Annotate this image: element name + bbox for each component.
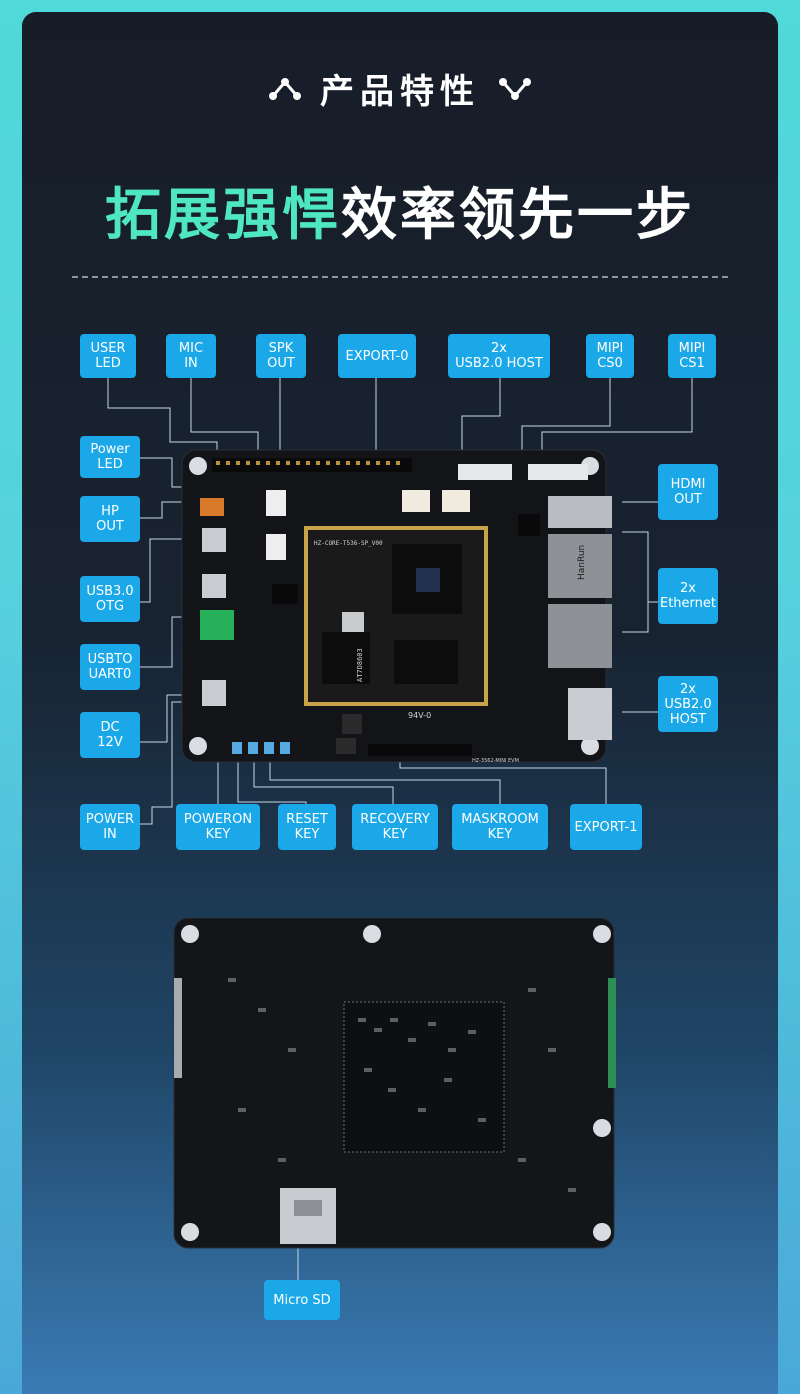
label-power-in-text: POWER IN [85, 812, 135, 842]
label-recovery-key: RECOVERY KEY [352, 804, 438, 850]
label-hp-out-text: HP OUT [96, 504, 124, 534]
dashed-divider [72, 276, 728, 278]
label-hp-out: HP OUT [80, 496, 140, 542]
label-usb-host-right-text: 2x USB2.0 HOST [664, 681, 712, 727]
rj45-brand: HanRun [577, 545, 587, 580]
label-usb-uart0-text: USBTO UART0 [87, 652, 133, 682]
label-recovery-key-text: RECOVERY KEY [360, 812, 430, 842]
board-name: HZ-3562-MINI EVM [472, 758, 519, 764]
label-usb-host-top-text: 2x USB2.0 HOST [455, 341, 543, 371]
label-power-led: Power LED [80, 436, 140, 478]
label-maskroom-key-text: MASKROOM KEY [461, 812, 539, 842]
label-dc-12v-text: DC 12V [97, 720, 123, 750]
label-mic-in-text: MIC IN [178, 341, 204, 371]
board-front-image: HZ-CORE-T536-SP_V00 AT7D8603 HanRun 94V-… [181, 449, 612, 764]
label-ethernet-text: 2x Ethernet [660, 581, 716, 611]
label-poweron-key: POWERON KEY [176, 804, 260, 850]
feature-panel: 产品特性 拓展强悍效率领先一步 [22, 12, 778, 1394]
som-marking: HZ-CORE-T536-SP_V00 [314, 540, 383, 547]
label-reset-key-text: RESET KEY [286, 812, 328, 842]
label-reset-key: RESET KEY [278, 804, 336, 850]
label-poweron-key-text: POWERON KEY [183, 812, 253, 842]
label-export-1-text: EXPORT-1 [574, 819, 638, 835]
label-hdmi-out-text: HDMI OUT [670, 477, 706, 507]
label-mipi-cs1-text: MIPI CS1 [678, 341, 706, 371]
label-spk-out: SPK OUT [256, 334, 306, 378]
label-usb-host-top: 2x USB2.0 HOST [448, 334, 550, 378]
label-mipi-cs1: MIPI CS1 [668, 334, 716, 378]
label-power-in: POWER IN [80, 804, 140, 850]
board-back-image [173, 918, 616, 1249]
pcb-code: 94V-0 [408, 711, 431, 720]
label-power-led-text: Power LED [90, 442, 130, 472]
label-usb-uart0: USBTO UART0 [80, 644, 140, 690]
label-mipi-cs0-text: MIPI CS0 [596, 341, 624, 371]
label-mipi-cs0: MIPI CS0 [586, 334, 634, 378]
section-title: 产品特性 [320, 72, 480, 112]
label-usb3-otg-text: USB3.0 OTG [86, 584, 134, 614]
share-node-icon [268, 77, 301, 100]
chip-marking: AT7D8603 [356, 648, 364, 682]
label-usb3-otg: USB3.0 OTG [80, 576, 140, 622]
headline: 拓展强悍效率领先一步 [22, 170, 778, 251]
label-mic-in: MIC IN [166, 334, 216, 378]
label-usb-host-right: 2x USB2.0 HOST [658, 676, 718, 732]
label-spk-out-text: SPK OUT [267, 341, 295, 371]
label-user-led-text: USER LED [90, 341, 126, 371]
share-node-icon [499, 77, 532, 100]
section-header: 产品特性 [22, 64, 778, 113]
label-export-0: EXPORT-0 [338, 334, 416, 378]
label-micro-sd: Micro SD [264, 1280, 340, 1320]
label-maskroom-key: MASKROOM KEY [452, 804, 548, 850]
label-export-0-text: EXPORT-0 [345, 348, 409, 364]
label-dc-12v: DC 12V [80, 712, 140, 758]
label-user-led: USER LED [80, 334, 136, 378]
headline-rest: 效率领先一步 [341, 183, 695, 248]
label-ethernet: 2x Ethernet [658, 568, 718, 624]
label-micro-sd-text: Micro SD [273, 1292, 331, 1308]
label-export-1: EXPORT-1 [570, 804, 642, 850]
label-hdmi-out: HDMI OUT [658, 464, 718, 520]
headline-highlight: 拓展强悍 [105, 183, 341, 248]
